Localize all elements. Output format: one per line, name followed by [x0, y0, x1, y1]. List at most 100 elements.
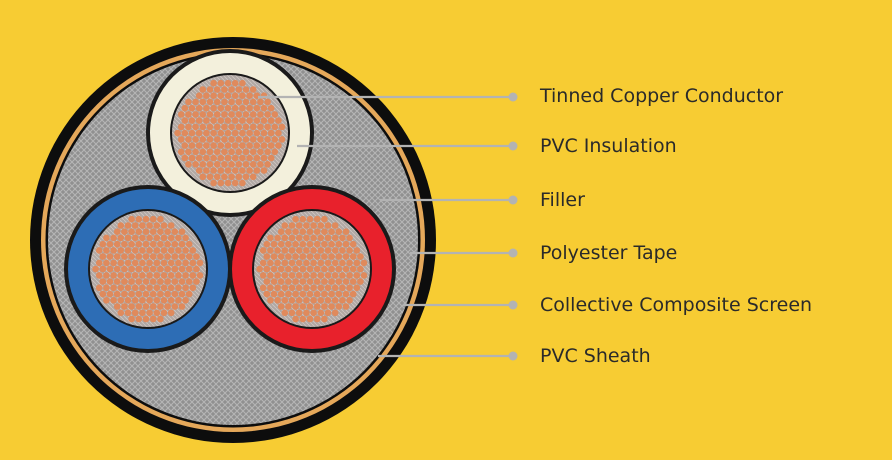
copper-strand	[139, 234, 146, 242]
copper-strand	[264, 148, 271, 156]
copper-strand	[131, 297, 139, 304]
copper-strand	[257, 111, 264, 118]
copper-strand	[221, 98, 228, 106]
copper-strand	[264, 136, 271, 143]
copper-strand	[189, 259, 197, 267]
copper-strand	[182, 272, 189, 279]
copper-strand	[164, 228, 171, 235]
copper-strand	[242, 173, 250, 181]
copper-strand	[128, 265, 135, 273]
copper-strand	[274, 272, 281, 279]
copper-strand	[121, 253, 128, 260]
copper-strand	[146, 234, 153, 242]
copper-strand	[275, 142, 282, 149]
white-core	[146, 49, 314, 217]
copper-strand	[231, 179, 239, 187]
copper-strand	[178, 253, 186, 260]
copper-strand	[92, 265, 99, 273]
copper-strand	[299, 278, 307, 285]
copper-strand	[246, 92, 253, 99]
copper-strand	[199, 148, 207, 156]
copper-strand	[149, 290, 157, 298]
copper-strand	[195, 104, 203, 112]
copper-strand	[275, 117, 282, 124]
copper-strand	[103, 297, 110, 304]
copper-strand	[299, 315, 307, 323]
copper-strand	[317, 272, 325, 279]
copper-strand	[142, 315, 150, 323]
copper-strand	[253, 104, 261, 112]
label-collective-composite-screen: Collective Composite Screen	[540, 294, 813, 316]
copper-strand	[185, 290, 193, 298]
copper-strand	[270, 240, 278, 248]
copper-strand	[113, 303, 121, 310]
copper-strand	[321, 240, 328, 248]
copper-strand	[139, 259, 146, 267]
copper-strand	[239, 167, 246, 174]
copper-strand	[278, 123, 286, 131]
copper-strand	[339, 284, 346, 292]
copper-strand	[142, 265, 150, 273]
copper-strand	[288, 309, 296, 317]
copper-strand	[182, 297, 189, 304]
copper-strand	[249, 161, 257, 168]
copper-strand	[288, 222, 296, 229]
copper-strand	[157, 278, 164, 285]
copper-strand	[303, 309, 310, 317]
copper-strand	[295, 284, 303, 292]
copper-strand	[146, 222, 153, 229]
copper-strand	[310, 222, 317, 229]
copper-strand	[110, 272, 117, 279]
copper-strand	[288, 234, 296, 242]
copper-strand	[259, 272, 267, 279]
copper-strand	[360, 272, 368, 279]
copper-strand	[267, 259, 274, 267]
copper-strand	[110, 259, 117, 267]
copper-strand	[195, 154, 203, 162]
red-core	[228, 185, 396, 353]
copper-strand	[263, 278, 271, 285]
copper-strand	[167, 284, 175, 292]
copper-strand	[277, 240, 285, 248]
copper-strand	[135, 265, 143, 273]
copper-strand	[331, 247, 339, 254]
copper-strand	[295, 272, 303, 279]
copper-strand	[292, 228, 299, 235]
copper-strand	[142, 228, 150, 235]
copper-strand	[217, 79, 225, 87]
copper-strand	[275, 129, 282, 137]
copper-strand	[192, 123, 199, 131]
copper-strand	[313, 303, 321, 310]
copper-strand	[131, 259, 139, 267]
copper-strand	[235, 123, 243, 131]
copper-strand	[328, 290, 335, 298]
copper-strand	[99, 253, 107, 260]
copper-strand	[246, 129, 253, 137]
copper-strand	[292, 278, 299, 285]
copper-strand	[206, 98, 214, 106]
copper-strand	[339, 259, 346, 267]
copper-strand	[193, 265, 200, 273]
copper-strand	[306, 315, 314, 323]
copper-strand	[288, 297, 296, 304]
copper-strand	[139, 222, 146, 229]
copper-strand	[253, 154, 261, 162]
copper-strand	[210, 142, 217, 149]
copper-strand	[321, 303, 328, 310]
copper-strand	[357, 265, 364, 273]
copper-strand	[117, 297, 125, 304]
copper-strand	[228, 123, 235, 131]
copper-strand	[103, 234, 110, 242]
copper-strand	[106, 265, 114, 273]
copper-strand	[131, 272, 139, 279]
copper-strand	[128, 253, 135, 260]
copper-strand	[135, 253, 143, 260]
copper-strand	[153, 297, 161, 304]
copper-strand	[306, 278, 314, 285]
copper-strand	[353, 247, 361, 254]
copper-strand	[263, 240, 271, 248]
copper-strand	[110, 247, 117, 254]
leader-dot-conductor	[508, 92, 518, 102]
copper-strand	[185, 123, 192, 131]
copper-strand	[124, 309, 132, 317]
